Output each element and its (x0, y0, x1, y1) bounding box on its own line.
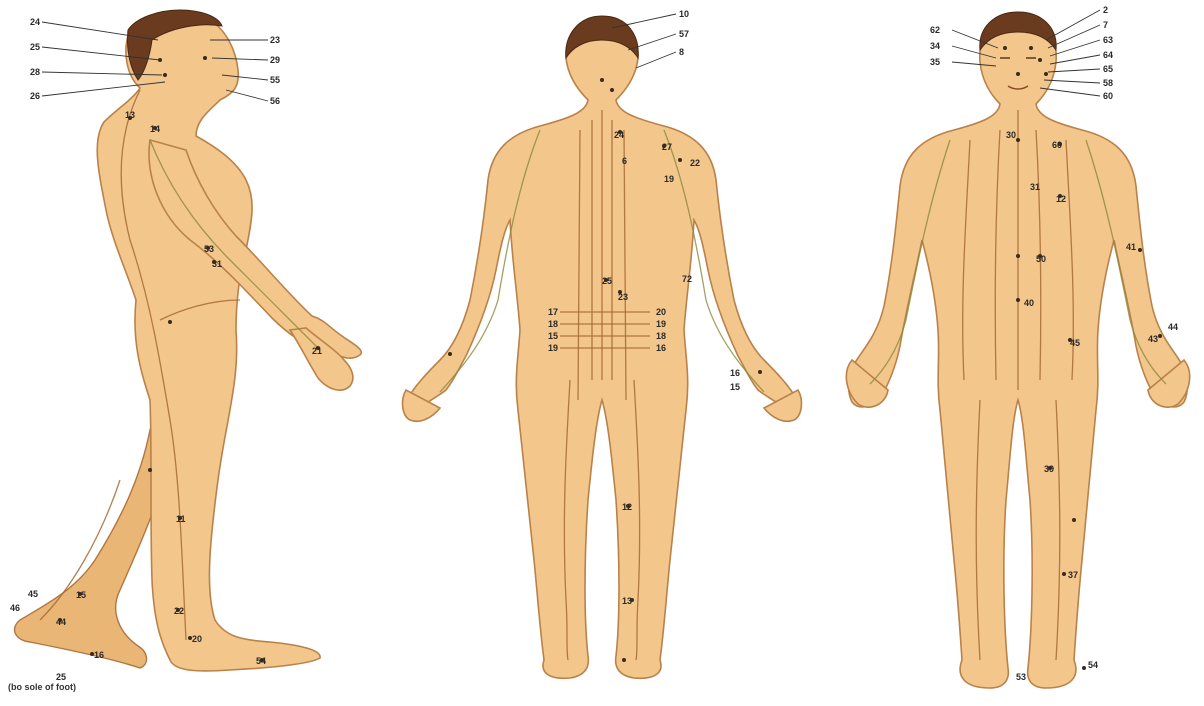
front-label-11: 30 (1006, 130, 1016, 140)
front-label-21: 39 (1044, 464, 1054, 474)
side-label-1: 24 (30, 17, 40, 27)
back-label-9: 23 (618, 292, 628, 302)
side-label-23: 25 (56, 672, 66, 682)
side-label-15: 45 (28, 589, 38, 599)
back-label-12: 17 (548, 307, 558, 317)
front-label-16: 40 (1024, 298, 1034, 308)
front-label-5: 65 (1103, 64, 1113, 74)
side-label-12: 31 (212, 259, 222, 269)
back-label-15: 19 (548, 343, 558, 353)
back-label-20: 16 (730, 368, 740, 378)
side-label-4: 26 (30, 91, 40, 101)
side-label-2: 25 (30, 42, 40, 52)
side-label-10: 13 (125, 110, 135, 120)
front-label-24: 53 (1016, 672, 1026, 682)
front-label-9: 34 (930, 41, 940, 51)
side-label-6: 29 (270, 55, 280, 65)
front-label-22: 37 (1068, 570, 1078, 580)
front-label-12: 60 (1052, 140, 1062, 150)
side-label-22: 54 (256, 656, 266, 666)
side-label-13: 21 (312, 346, 322, 356)
front-view-figure: 2 7 63 64 65 58 60 62 34 35 30 60 12 31 … (846, 5, 1189, 688)
side-label-18: 15 (76, 590, 86, 600)
back-view-figure: 10 57 8 24 27 22 19 25 23 6 72 17 18 15 … (403, 9, 802, 678)
back-label-21: 15 (730, 382, 740, 392)
back-label-5: 27 (662, 142, 672, 152)
side-label-16: 46 (10, 603, 20, 613)
front-label-6: 58 (1103, 78, 1113, 88)
back-label-18: 18 (656, 331, 666, 341)
front-label-3: 63 (1103, 35, 1113, 45)
back-label-22: 12 (622, 502, 632, 512)
back-label-10: 6 (622, 156, 627, 166)
front-label-17: 41 (1126, 242, 1136, 252)
side-label-3: 28 (30, 67, 40, 77)
front-label-7: 60 (1103, 91, 1113, 101)
back-label-11: 72 (682, 274, 692, 284)
back-label-19: 16 (656, 343, 666, 353)
back-label-7: 19 (664, 174, 674, 184)
back-label-17: 19 (656, 319, 666, 329)
front-label-15: 50 (1036, 254, 1046, 264)
front-label-23: 54 (1088, 660, 1098, 670)
side-label-8: 56 (270, 96, 280, 106)
front-label-10: 35 (930, 57, 940, 67)
footnote: (bo sole of foot) (8, 682, 76, 692)
side-label-11: 53 (204, 244, 214, 254)
side-label-20: 22 (174, 606, 184, 616)
back-label-3: 8 (679, 47, 684, 57)
front-label-18: 43 (1148, 334, 1158, 344)
front-label-4: 64 (1103, 50, 1113, 60)
side-view-figure: 24 25 28 26 23 29 55 56 14 13 53 31 21 1… (10, 10, 361, 682)
side-label-7: 55 (270, 75, 280, 85)
front-label-19: 44 (1168, 322, 1178, 332)
side-label-9: 14 (150, 124, 160, 134)
front-label-1: 2 (1103, 5, 1108, 15)
back-label-23: 13 (622, 596, 632, 606)
back-label-6: 22 (690, 158, 700, 168)
side-label-14: 11 (176, 514, 186, 524)
back-label-13: 18 (548, 319, 558, 329)
front-label-14: 31 (1030, 182, 1040, 192)
back-label-1: 10 (679, 9, 689, 19)
back-label-4: 24 (614, 130, 624, 140)
front-label-2: 7 (1103, 20, 1108, 30)
front-label-13: 12 (1056, 194, 1066, 204)
front-label-8: 62 (930, 25, 940, 35)
side-label-17: 44 (56, 617, 66, 627)
side-label-19: 16 (94, 650, 104, 660)
front-label-20: 45 (1070, 338, 1080, 348)
back-label-14: 15 (548, 331, 558, 341)
side-label-5: 23 (270, 35, 280, 45)
side-label-21: 20 (192, 634, 202, 644)
back-label-2: 57 (679, 29, 689, 39)
back-label-8: 25 (602, 276, 612, 286)
back-label-16: 20 (656, 307, 666, 317)
